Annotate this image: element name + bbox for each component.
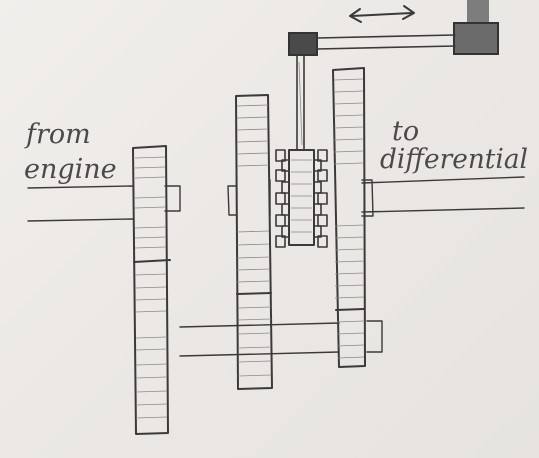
gear-middle: [235, 94, 273, 390]
dog-clutch-teeth-left: [275, 149, 290, 248]
gear-middle-teeth: [236, 104, 272, 377]
dog-clutch-teeth-right: [313, 149, 328, 248]
shift-fork-right-block: [453, 22, 499, 55]
gear-input-teeth: [134, 156, 168, 419]
label-from: from: [24, 119, 91, 150]
shift-arrow-icon: [349, 5, 415, 23]
gear-output-teeth: [333, 78, 365, 359]
gear-output: [332, 67, 366, 368]
shift-fork: [288, 22, 499, 151]
fork-arm-shading: [298, 61, 303, 146]
dog-clutch: [275, 149, 328, 248]
input-shaft: [27, 185, 181, 222]
shift-fork-left-block: [288, 32, 318, 56]
label-engine: engine: [24, 154, 117, 185]
output-shaft: [227, 176, 525, 217]
shift-rail: [316, 34, 456, 50]
label-differential: differential: [380, 144, 528, 175]
gear-input: [132, 145, 171, 435]
label-to: to: [392, 116, 419, 147]
countershaft: [179, 320, 383, 357]
dog-clutch-shading: [291, 159, 312, 233]
fork-arm: [296, 54, 305, 151]
top-right-grey-object: [467, 0, 489, 22]
